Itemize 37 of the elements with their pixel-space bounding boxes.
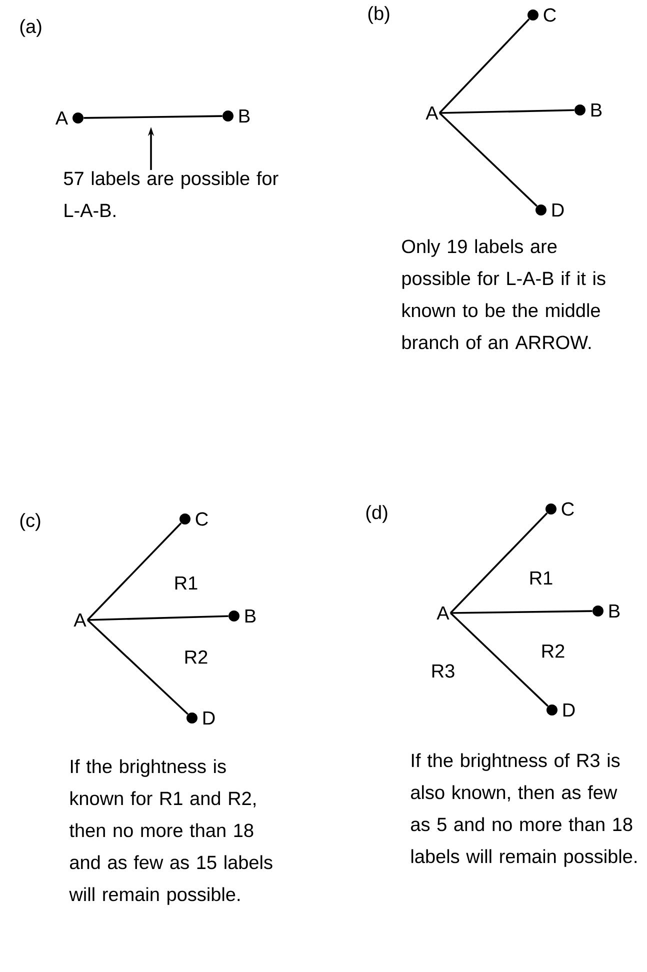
panel-label: (c) — [20, 513, 40, 531]
panel-label: R2 — [542, 644, 564, 658]
vertex-label: A — [74, 613, 86, 627]
caption-text: Only 19 labels are possible for L-A-B if it is known to be the middle branch of an ARROW. — [402, 239, 606, 350]
panel-label: R1 — [530, 571, 552, 585]
panel-label: R3 — [432, 664, 454, 678]
branch-line — [438, 112, 538, 207]
vertex-label: C — [544, 8, 556, 22]
panel-label: (d) — [366, 505, 388, 523]
panel-label: R2 — [185, 650, 208, 664]
branch-line — [88, 615, 228, 621]
vertex-label: A — [436, 606, 450, 620]
vertex-label: A — [55, 111, 68, 125]
branch-line — [450, 610, 592, 614]
panel-label: R1 — [175, 576, 198, 590]
panel-label: (b) — [368, 6, 390, 24]
vertex-label: A — [426, 106, 438, 120]
branch-line — [84, 115, 222, 119]
vertex-label: D — [552, 203, 564, 217]
caption-text: If the brightness is known for R1 and R2, then no more than 18 and as few as 15 labels will remain possible. — [69, 759, 272, 905]
vertex-label: B — [591, 103, 602, 117]
branch-line — [86, 619, 188, 715]
vertex-label: B — [245, 609, 256, 623]
vertex-label: D — [203, 711, 215, 725]
caption-text: 57 labels are possible for L-A-B. — [64, 171, 278, 217]
vertex-label: C — [196, 512, 208, 526]
vertex-label: B — [609, 604, 620, 618]
branch-line — [86, 522, 182, 621]
vertex-label: B — [239, 109, 250, 123]
vertex-label: D — [563, 703, 575, 717]
branch-line — [450, 512, 548, 614]
branch-line — [440, 109, 574, 114]
caption-text: If the brightness of R3 is also known, then as few as 5 and no more than 18 labels will remain possible. — [411, 753, 636, 867]
panel-label: (a) — [20, 19, 42, 37]
vertex-label: C — [562, 502, 574, 516]
branch-line — [450, 612, 548, 707]
branch-line — [438, 18, 530, 114]
